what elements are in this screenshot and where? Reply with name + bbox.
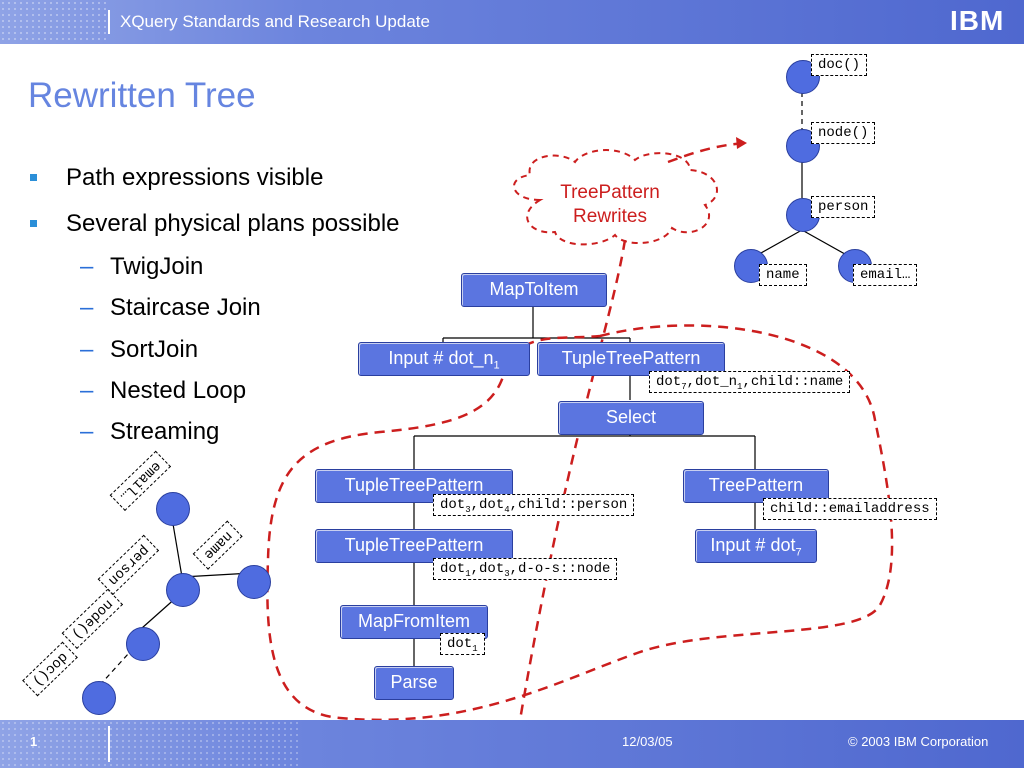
tree-node-circle	[126, 627, 160, 661]
arrow-head	[736, 137, 747, 149]
node-label: Input # dot_n	[388, 348, 494, 368]
tree-pattern-node[interactable]: TreePattern	[683, 469, 829, 503]
sub-bullet-text: SortJoin	[110, 336, 199, 363]
dash-marker: –	[80, 253, 94, 280]
tuple-tree-pattern-top-node[interactable]: TupleTreePattern	[537, 342, 725, 376]
node-subscript: 1	[493, 359, 500, 372]
dash-marker: –	[80, 294, 94, 321]
map-to-item-node[interactable]: MapToItem	[461, 273, 607, 307]
tag-lower: dot1,dot3,d-o-s::node	[433, 558, 618, 580]
presentation-title: XQuery Standards and Research Update	[120, 12, 430, 31]
header-pattern	[0, 0, 110, 44]
sub-bullet-text: TwigJoin	[110, 253, 204, 280]
ibm-logo: IBM	[950, 5, 1014, 37]
page-number: 1	[30, 734, 38, 749]
tag-right: child::emailaddress	[763, 498, 937, 520]
tree-node-circle	[82, 681, 116, 715]
node-subscript: 7	[795, 546, 802, 559]
right-tree-connectors	[751, 92, 853, 259]
bullet-text: Several physical plans possible	[66, 210, 400, 237]
bullet-marker	[30, 174, 37, 181]
footer-bar: 1 12/03/05 © 2003 IBM Corporation	[0, 720, 1024, 768]
cloud-shape	[513, 149, 718, 246]
footer-copyright: © 2003 IBM Corporation	[848, 734, 989, 749]
tree-pattern-rewrites-label: TreePattern Rewrites	[540, 181, 680, 229]
tag-left: dot3,dot4,child::person	[433, 494, 635, 516]
parse-node[interactable]: Parse	[374, 666, 454, 700]
tag-mfi: dot1	[440, 633, 485, 655]
sub-bullet-text: Staircase Join	[110, 294, 261, 321]
right-tree-node-label: node()	[811, 122, 876, 144]
plan-connectors	[413, 306, 756, 666]
footer-divider	[108, 726, 110, 762]
dash-marker: –	[80, 418, 94, 445]
tree-node-circle	[156, 492, 190, 526]
input-dot-n1-node[interactable]: Input # dot_n1	[358, 342, 530, 376]
right-tree-person-label: person	[811, 196, 876, 218]
slide-title: Rewritten Tree	[28, 76, 256, 115]
header-bar: XQuery Standards and Research Update IBM	[0, 0, 1024, 44]
footer-pattern	[0, 720, 300, 768]
tree-node-circle	[166, 573, 200, 607]
dash-marker: –	[80, 377, 94, 404]
sub-bullet-text: Streaming	[110, 418, 220, 445]
footer-date: 12/03/05	[622, 734, 673, 749]
bullet-marker	[30, 220, 37, 227]
right-tree-doc-label: doc()	[811, 54, 868, 76]
tag-top: dot7,dot_n1,child::name	[649, 371, 851, 393]
sub-bullet-text: Nested Loop	[110, 377, 247, 404]
bullet-text: Path expressions visible	[66, 164, 324, 191]
tree-node-circle	[237, 565, 271, 599]
right-tree-email-label: email…	[853, 264, 918, 286]
cloud-line-2: Rewrites	[573, 206, 647, 227]
right-tree-name-label: name	[759, 264, 807, 286]
tuple-tree-pattern-lower-node[interactable]: TupleTreePattern	[315, 529, 513, 563]
input-dot7-node[interactable]: Input # dot7	[695, 529, 817, 563]
header-divider	[108, 10, 110, 34]
cloud-line-1: TreePattern	[560, 182, 660, 203]
dash-marker: –	[80, 336, 94, 363]
select-node[interactable]: Select	[558, 401, 704, 435]
node-label: Input # dot	[710, 535, 796, 555]
